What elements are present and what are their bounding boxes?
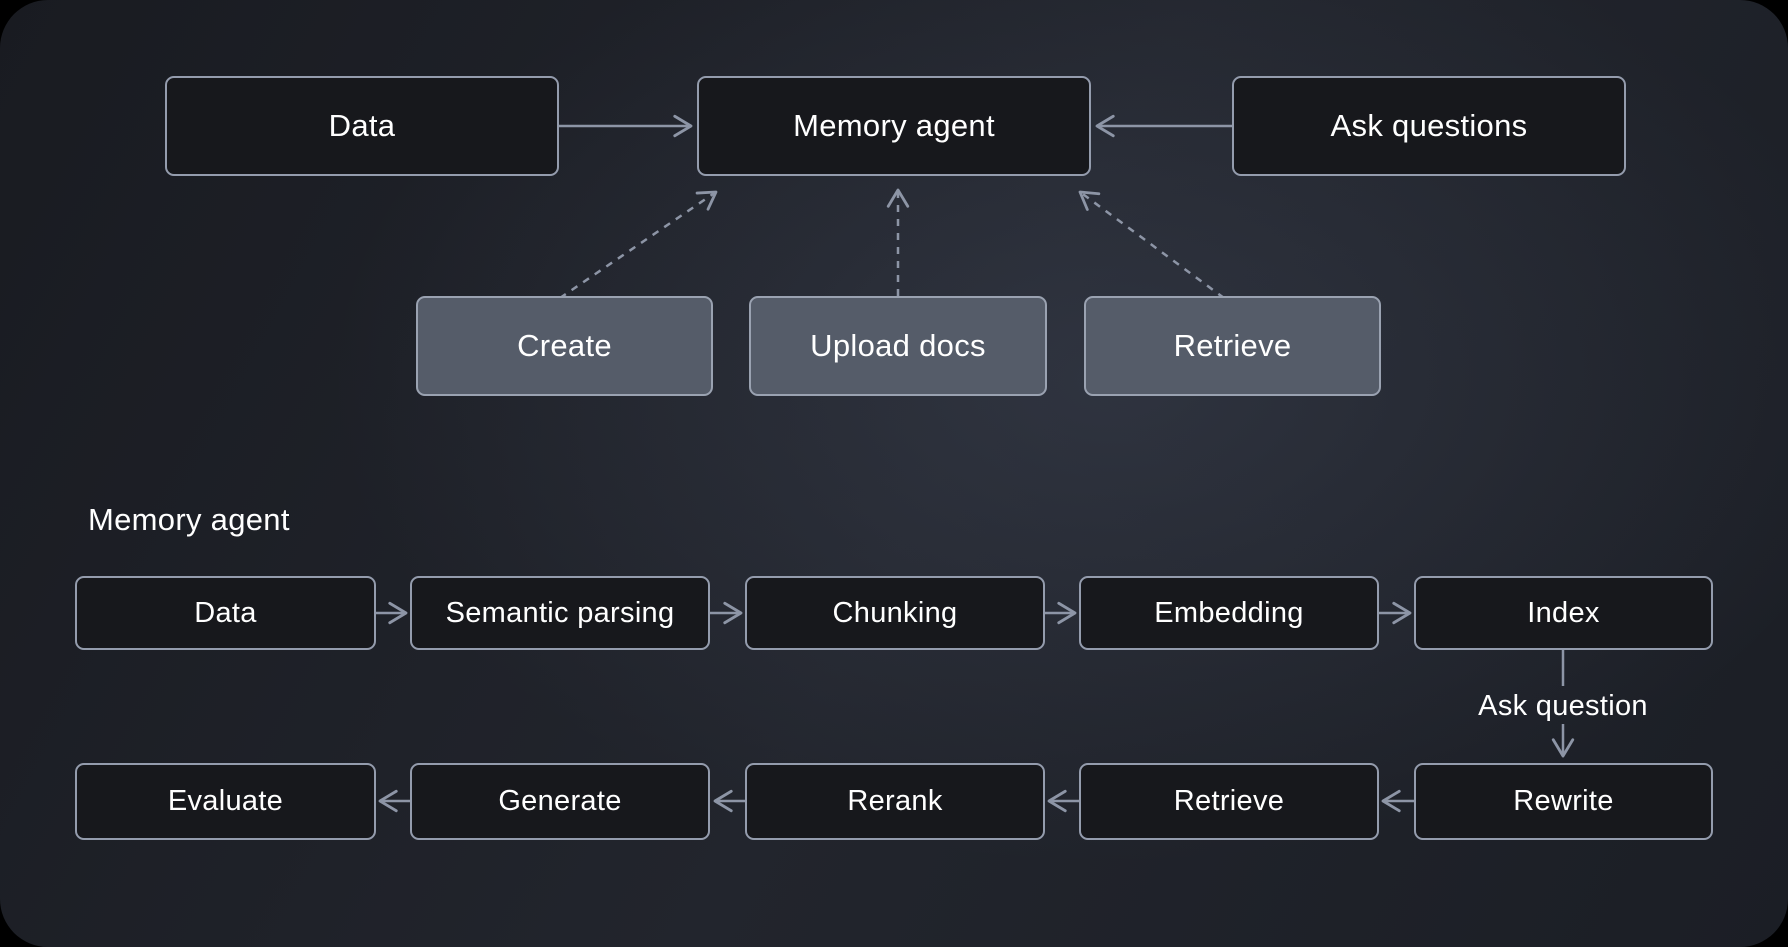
pipeline-node-retrieve: Retrieve [1079,763,1379,840]
node-ask-questions: Ask questions [1232,76,1626,176]
pipeline-node-chunking: Chunking [745,576,1045,650]
pipeline-node-generate: Generate [410,763,710,840]
label-ask-question: Ask question [1478,690,1648,722]
arrow-create-to-memory-agent [559,190,718,300]
pipeline-node-semantic-parsing: Semantic parsing [410,576,710,650]
pipeline-node-embedding: Embedding [1079,576,1379,650]
pipeline-node-rerank: Rerank [745,763,1045,840]
pipeline-node-data: Data [75,576,376,650]
section-title-memory-agent: Memory agent [88,502,290,537]
pipeline-node-evaluate: Evaluate [75,763,376,840]
node-data: Data [165,76,559,176]
node-create: Create [416,296,713,396]
pipeline-node-rewrite: Rewrite [1414,763,1713,840]
arrow-retrieve-to-memory-agent [1078,190,1225,300]
node-retrieve: Retrieve [1084,296,1381,396]
node-upload-docs: Upload docs [749,296,1047,396]
pipeline-node-index: Index [1414,576,1713,650]
node-memory-agent: Memory agent [697,76,1091,176]
